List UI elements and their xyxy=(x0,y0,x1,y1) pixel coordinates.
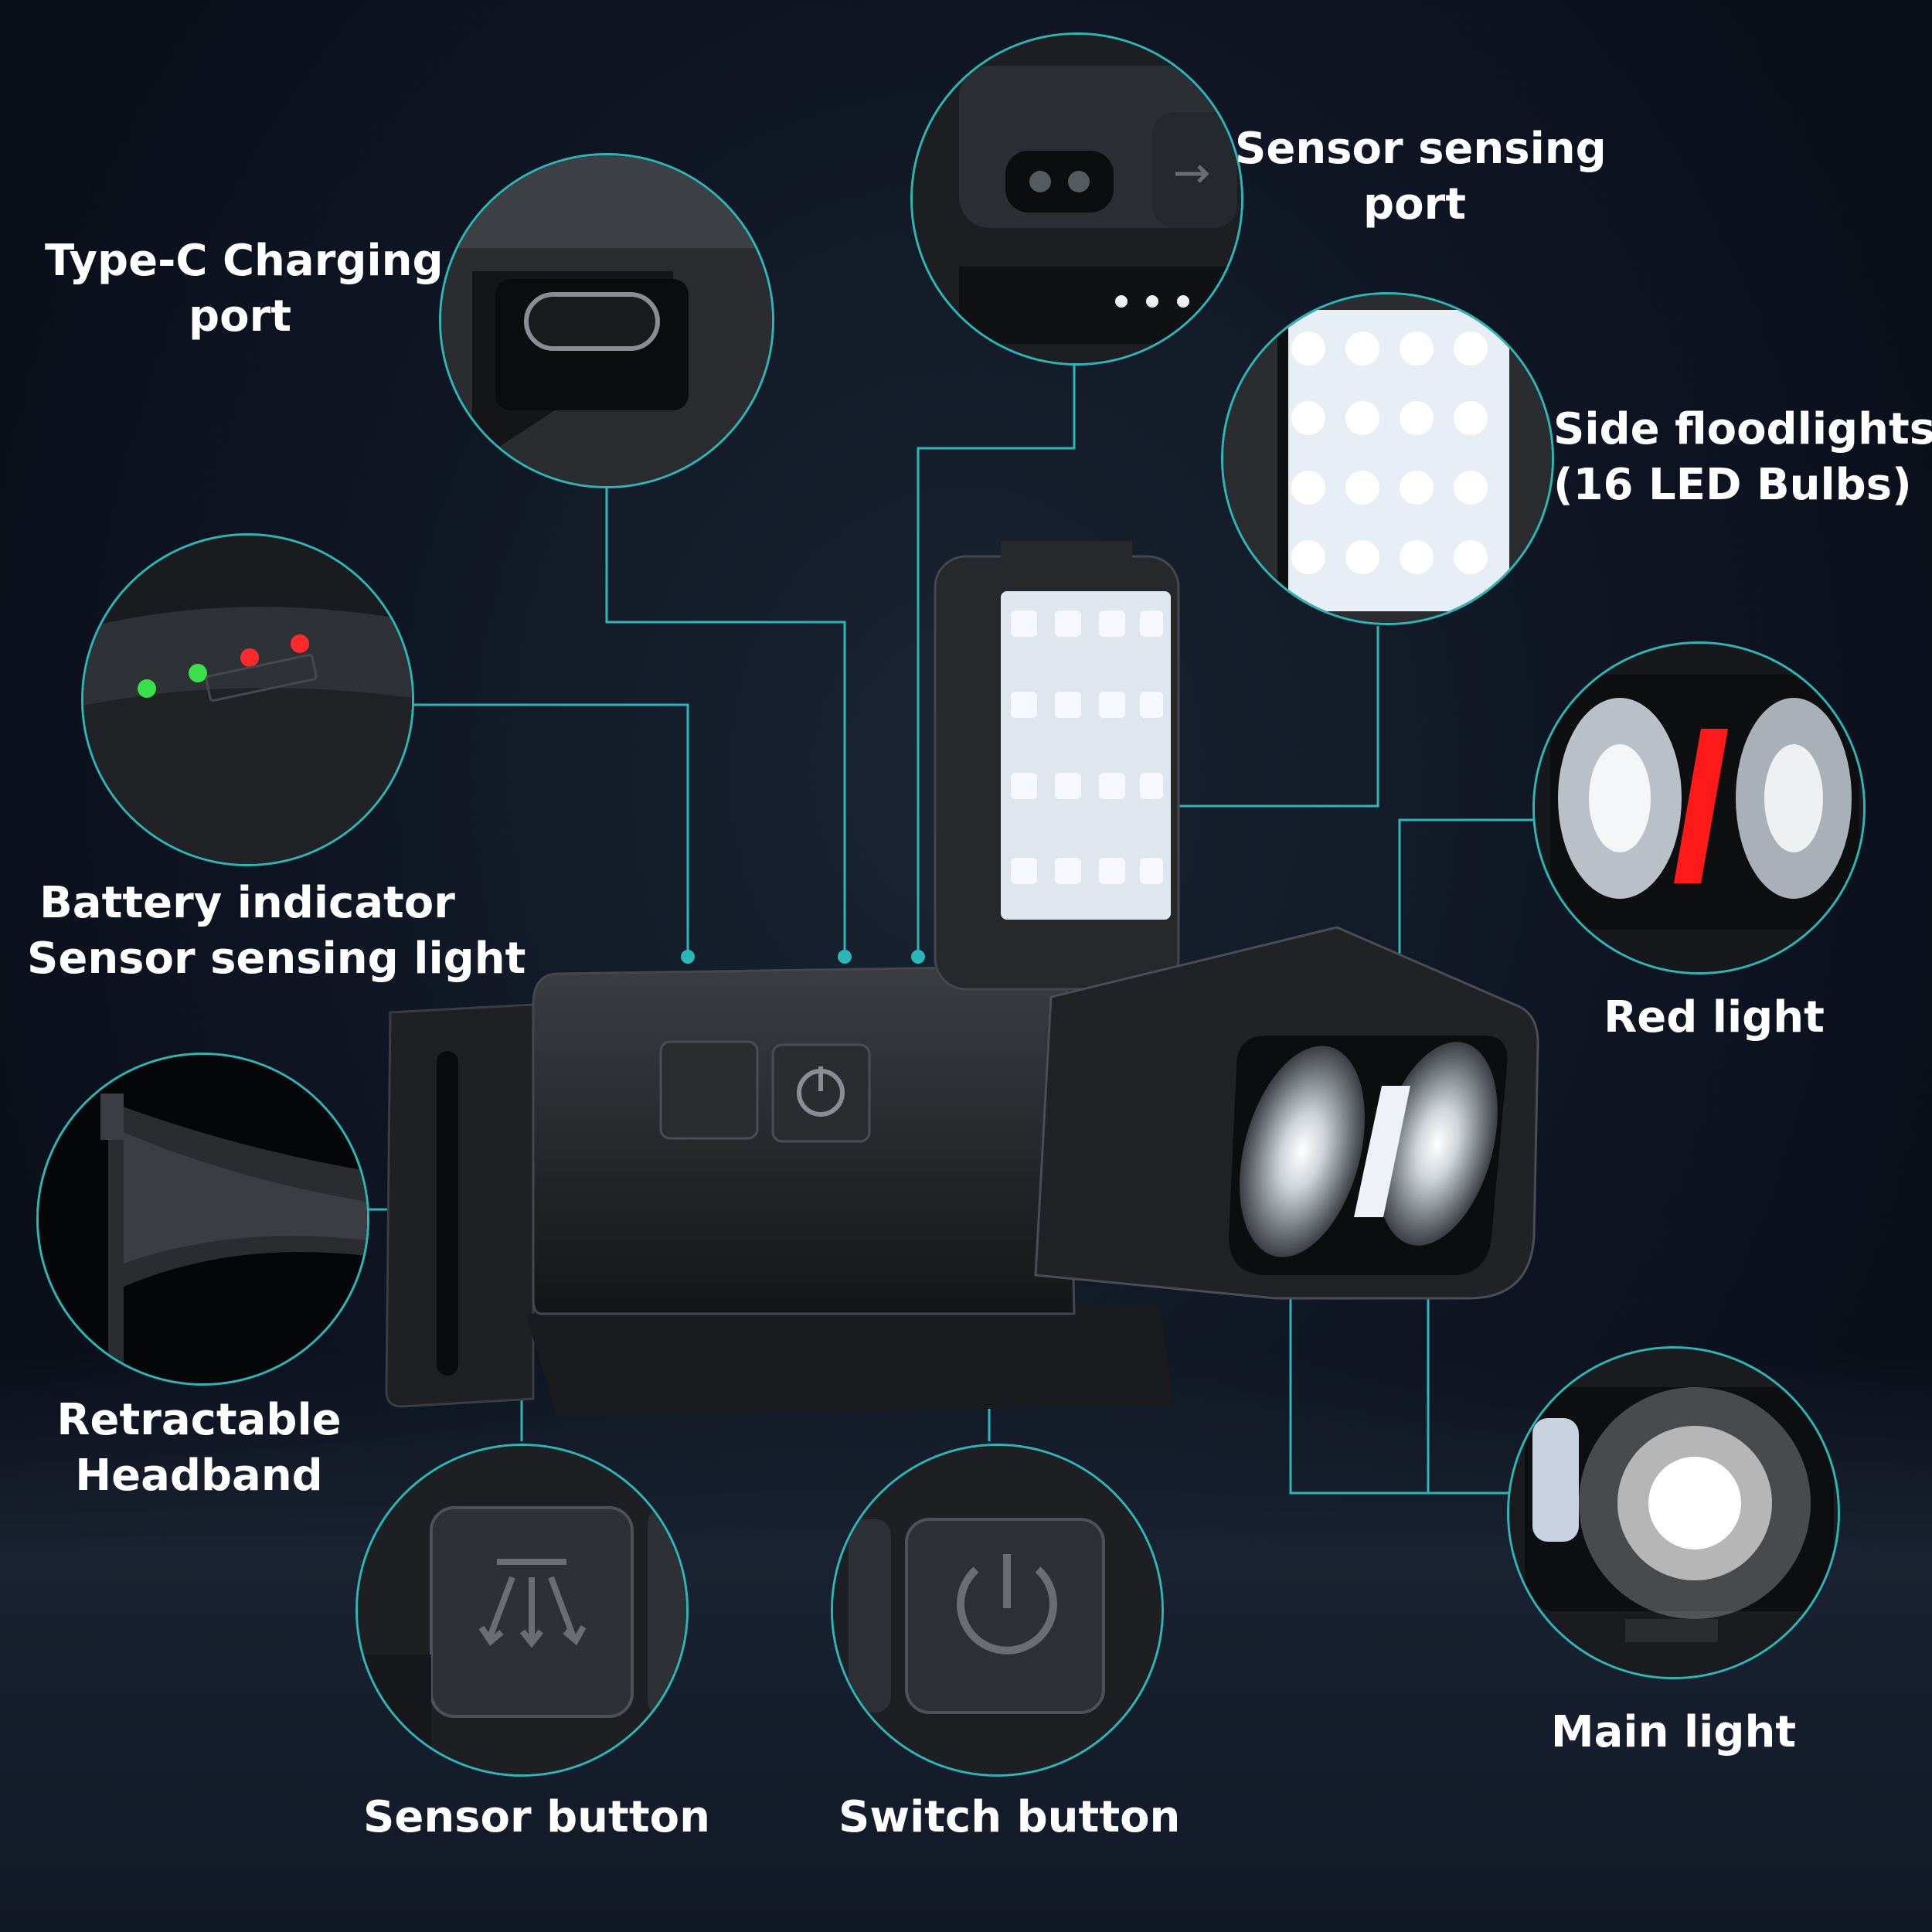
headband-detail xyxy=(36,1053,369,1386)
switch-button-label: Switch button xyxy=(838,1792,1181,1842)
usb-icon xyxy=(1175,165,1209,183)
main-light-label: Main light xyxy=(1550,1707,1797,1757)
red-light-label: Red light xyxy=(1604,992,1825,1043)
side-floodlight-detail xyxy=(1221,292,1554,625)
sensor-button-detail xyxy=(355,1444,689,1777)
switch-button-detail xyxy=(831,1444,1164,1777)
sensor-port-detail xyxy=(910,32,1243,366)
sensor-wave-icon xyxy=(478,1559,587,1648)
main-light-detail xyxy=(1507,1346,1840,1679)
side-floodlights-label: Side floodlights(16 LED Bulbs) xyxy=(1553,404,1932,510)
battery-indicator-detail xyxy=(81,533,414,866)
power-icon xyxy=(957,1554,1057,1655)
type-c-port-detail xyxy=(439,153,774,488)
red-light-detail xyxy=(1532,641,1866,975)
sensor-button-label: Sensor button xyxy=(363,1792,710,1842)
